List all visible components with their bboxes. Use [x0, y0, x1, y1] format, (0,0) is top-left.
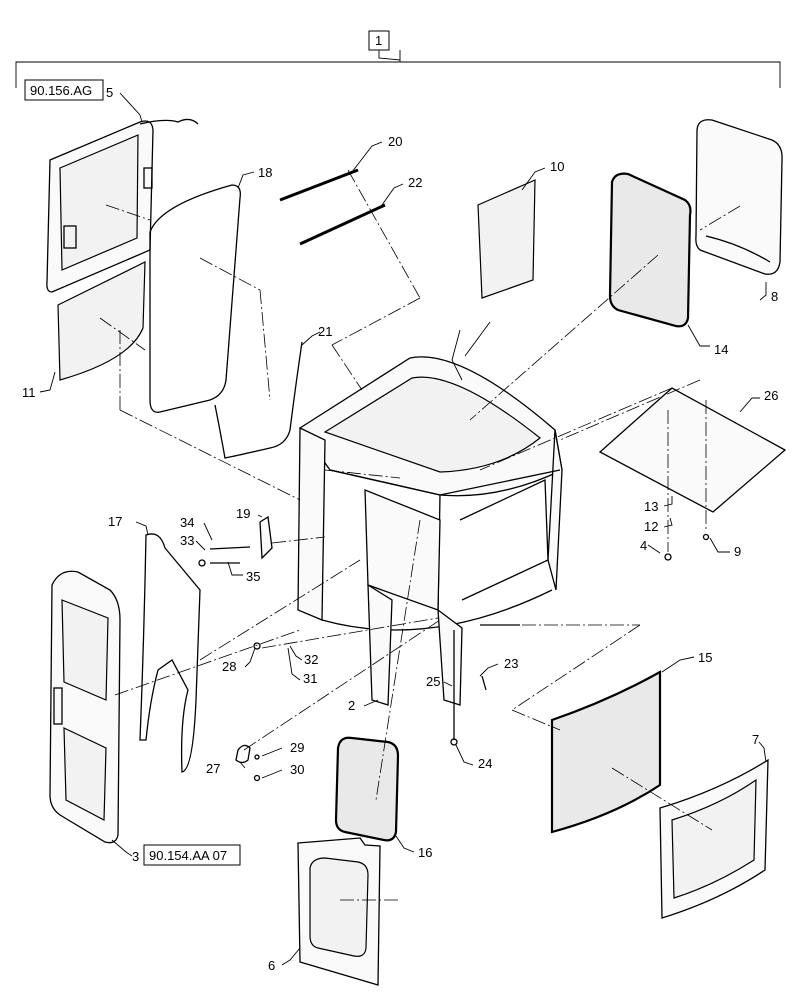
callout-23: 23 — [504, 656, 518, 671]
callout-14: 14 — [714, 342, 728, 357]
part-2-cab-frame — [297, 356, 563, 706]
callout-16: 16 — [418, 845, 432, 860]
callout-12: 12 — [644, 519, 658, 534]
callout-26: 26 — [764, 388, 778, 403]
callout-11: 11 — [22, 385, 36, 400]
center-lines — [99, 169, 741, 901]
reference-label-lower: 90.154.AA 07 — [149, 848, 227, 863]
part-21-seal-strip — [214, 341, 303, 459]
callout-4: 4 — [640, 538, 647, 553]
callout-33: 33 — [180, 533, 194, 548]
leader-lines — [39, 92, 767, 966]
callout-35: 35 — [246, 569, 260, 584]
part-27-knob — [235, 744, 251, 764]
part-26-roof-plate — [598, 387, 787, 513]
callout-32: 32 — [304, 652, 318, 667]
part-8-rear-frame — [695, 119, 783, 275]
callout-10: 10 — [550, 159, 564, 174]
reference-box-door-lower: 90.154.AA 07 — [143, 844, 241, 866]
part-15-curved-glass — [550, 670, 662, 834]
callout-24: 24 — [478, 756, 492, 771]
callout-29: 29 — [290, 740, 304, 755]
callout-20: 20 — [388, 134, 402, 149]
callout-22: 22 — [408, 175, 422, 190]
callout-15: 15 — [698, 650, 712, 665]
part-5-window-frame — [46, 118, 199, 293]
part-3-door — [49, 570, 121, 844]
assembly-bracket: 1 — [15, 30, 781, 88]
callout-28: 28 — [222, 659, 236, 674]
callout-5: 5 — [106, 85, 113, 100]
callout-19: 19 — [236, 506, 250, 521]
part-10-glass-panel — [477, 179, 536, 299]
part-18-door-seal — [149, 184, 241, 413]
callout-30: 30 — [290, 762, 304, 777]
part-17-door-seal — [139, 533, 201, 773]
callout-21: 21 — [318, 324, 332, 339]
callout-34: 34 — [180, 515, 194, 530]
part-22-strip — [299, 203, 386, 246]
callout-8: 8 — [771, 289, 778, 304]
part-14-rear-glass — [608, 172, 692, 328]
callout-25: 25 — [426, 674, 440, 689]
callout-2: 2 — [348, 698, 355, 713]
part-20-strip — [279, 168, 359, 202]
part-7-curved-frame — [659, 758, 769, 919]
callout-17: 17 — [108, 514, 122, 529]
callout-9: 9 — [734, 544, 741, 559]
callout-labels: 5 11 18 20 22 21 10 8 14 26 13 12 4 9 17… — [22, 85, 778, 973]
callout-31: 31 — [303, 671, 317, 686]
callout-6: 6 — [268, 958, 275, 973]
part-6-frame — [297, 837, 381, 986]
reference-label-upper: 90.156.AG — [30, 83, 92, 98]
callout-3: 3 — [132, 849, 139, 864]
reference-box-door-upper: 90.156.AG — [24, 79, 104, 101]
callout-27: 27 — [206, 761, 220, 776]
part-19-bracket — [259, 515, 273, 560]
part-11-side-glass — [57, 261, 146, 381]
assembly-item-number: 1 — [375, 33, 382, 48]
callout-7: 7 — [752, 732, 759, 747]
callout-18: 18 — [258, 165, 272, 180]
part-16-glass — [334, 736, 400, 842]
callout-13: 13 — [644, 499, 658, 514]
